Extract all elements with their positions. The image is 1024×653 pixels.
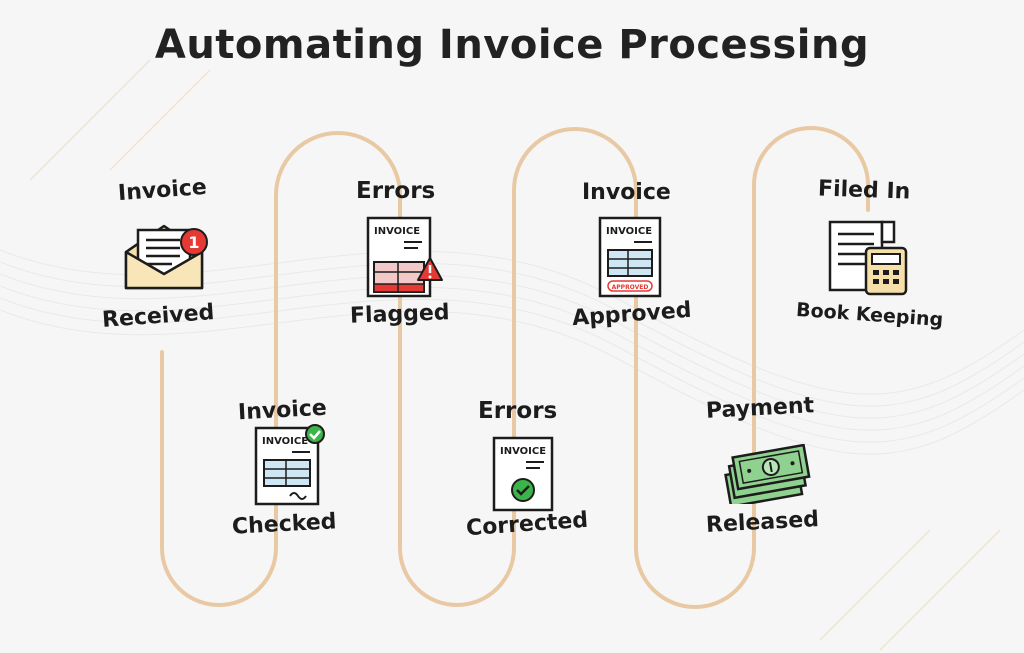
invoice-doc-label: INVOICE [374, 226, 420, 237]
process-path-line [160, 126, 870, 609]
step-4-top-label: Errors [478, 398, 558, 424]
envelope-notification-icon: 1 [124, 224, 208, 290]
cash-icon [724, 444, 811, 504]
notification-badge: 1 [188, 233, 199, 252]
page-title: Automating Invoice Processing [154, 22, 870, 68]
invoice-doc-label: INVOICE [500, 446, 546, 457]
step-3-top-label: Errors [356, 178, 436, 204]
step-7-top-label: Filed In [817, 176, 911, 205]
invoice-doc-label: INVOICE [606, 226, 652, 237]
invoice-corrected-icon: INVOICE [492, 436, 554, 512]
approved-stamp: APPROVED [612, 284, 649, 291]
invoice-error-icon: INVOICE [366, 216, 443, 298]
step-2-top-label: Invoice [237, 395, 328, 426]
invoice-approved-icon: INVOICE APPROVED [598, 216, 662, 298]
invoice-doc-label: INVOICE [262, 436, 308, 447]
step-5-top-label: Invoice [582, 180, 671, 205]
document-calculator-icon [828, 220, 908, 296]
invoice-checked-icon: INVOICE [254, 424, 325, 506]
step-3-bottom-label: Flagged [349, 300, 450, 329]
